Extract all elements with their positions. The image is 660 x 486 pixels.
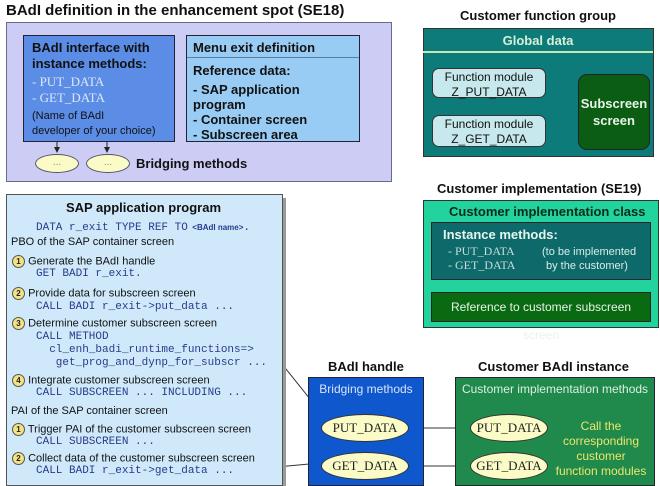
interface-note-2: developer of your choice) [32,125,156,137]
bridging-method-oval: ... [86,154,130,173]
code-line: CALL METHOD [36,331,109,343]
function-module-name: Z_PUT_DATA [451,85,527,99]
step-label: Collect data of the customer subscreen s… [28,452,255,465]
function-module-get: Function module Z_GET_DATA [432,115,546,147]
global-data-divider [423,51,653,53]
pbo-step-2: 2 Provide data for subscreen screen [12,287,196,300]
step-label: Generate the BAdI handle [28,255,156,268]
interface-heading-1: BAdI interface with [32,40,150,55]
instance-label: Customer implementation methods [461,382,649,396]
step-number-badge: 2 [12,452,25,465]
spot-title: BAdI definition in the enhancement spot … [6,2,345,19]
instance-note-line: corresponding [562,434,640,448]
subscreen-label-1: Subscreen [580,96,648,111]
code-line: cl_enh_badi_runtime_functions=> [36,344,254,356]
step-number-badge: 1 [12,423,25,436]
subscreen-label-2: screen [593,113,635,128]
step-number-badge: 2 [12,287,25,300]
impl-note-1: (to be implemented [542,246,637,258]
instance-note-line: Call the [580,419,622,433]
bridging-methods-label: Bridging methods [136,156,248,171]
pbo-step-3: 3 Determine customer subscreen screen [12,317,217,330]
interface-note-1: (Name of BAdI [32,110,105,122]
step-label: Determine customer subscreen screen [28,317,217,330]
interface-heading-2: instance methods: [32,56,147,71]
impl-note-2: by the customer) [546,260,628,272]
interface-method: - GET_DATA [32,90,105,105]
declaration-code: DATA r_exit TYPE REF TO [36,222,188,234]
impl-method: - PUT_DATA [448,244,515,258]
instance-note-line: function modules [555,464,647,478]
function-module-put: Function module Z_PUT_DATA [432,68,546,99]
code-line: get_prog_and_dynp_for_subscr ... [36,357,268,369]
handle-put-data-oval: PUT_DATA [321,414,409,442]
instance-methods-box [431,222,651,280]
function-module-label: Function module [444,117,534,131]
badi-interface-box: BAdI interface with instance methods: - … [23,35,175,142]
subscreen-box: Subscreen screen [578,74,650,150]
pbo-heading: PBO of the SAP container screen [11,236,175,248]
step-label: Provide data for subscreen screen [28,287,196,300]
app-program-title: SAP application program [65,200,222,215]
function-module-name: Z_GET_DATA [451,132,527,146]
handle-get-data-oval: GET_DATA [321,452,409,480]
menu-exit-box: Menu exit definition Reference data: - S… [186,35,360,142]
bridging-method-oval: ... [35,154,79,173]
step-number-badge: 4 [12,374,25,387]
implementation-class-label: Customer implementation class [449,204,646,219]
step-label: Trigger PAI of the customer subscreen sc… [27,423,252,436]
handle-title: BAdI handle [328,359,404,374]
step-number-badge: 1 [12,255,25,268]
instance-put-data-oval: PUT_DATA [470,414,548,442]
step-number-badge: 3 [12,317,25,330]
global-data-label: Global data [502,33,574,48]
instance-title: Customer BAdI instance [478,359,629,374]
data-declaration: DATA r_exit TYPE REF TO <BAdI name>. [36,217,250,235]
instance-get-data-oval: GET_DATA [470,452,548,480]
reference-data-label: Reference data: [193,63,291,78]
app-program-panel [6,194,283,486]
pbo-step-4: 4 Integrate customer subscreen screen [12,374,210,387]
declaration-end: . [243,222,251,234]
reference-item: - Subscreen area [193,127,298,142]
code-line: CALL SUBSCREEN ... INCLUDING ... [36,387,248,399]
interface-method: - PUT_DATA [32,74,105,89]
pbo-step-1: 1 Generate the BAdI handle [12,255,155,268]
function-module-label: Function module [444,70,534,84]
code-line: GET BADI r_exit. [36,268,142,280]
implementation-title: Customer implementation (SE19) [437,181,642,196]
step-label: Integrate customer subscreen screen [28,374,210,387]
code-line: CALL BADI r_exit->put_data ... [36,301,235,313]
code-line: CALL BADI r_exit->get_data ... [36,465,235,477]
instance-methods-label: Instance methods: [443,227,558,242]
reference-item: - SAP application program [193,82,300,112]
declaration-type: <BAdI name> [192,223,244,232]
reference-item: - Container screen [193,112,308,127]
instance-note: Call the corresponding customer function… [548,419,654,479]
menu-exit-header: Menu exit definition [187,36,359,58]
subscreen-reference-box: Reference to customer subscreen screen [431,292,651,342]
function-group-title: Customer function group [460,8,616,23]
pai-step-2: 2 Collect data of the customer subscreen… [12,452,255,465]
code-line: CALL SUBSCREEN ... [36,436,155,448]
pai-heading: PAI of the SAP container screen [11,405,168,417]
impl-method: - GET_DATA [448,258,516,272]
instance-note-line: customer [576,449,626,463]
handle-label: Bridging methods [319,382,413,396]
pai-step-1: 1 Trigger PAI of the customer subscreen … [12,423,251,436]
